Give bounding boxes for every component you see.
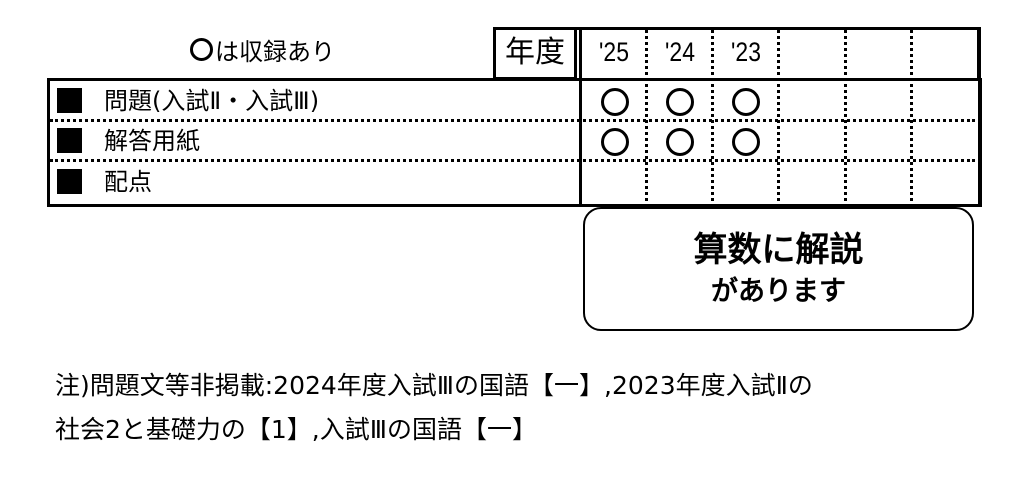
row-divider — [50, 159, 975, 162]
explanation-callout: 算数に解説 があります — [583, 207, 974, 331]
column-divider — [844, 30, 847, 201]
callout-title: 算数に解説 — [693, 230, 864, 270]
black-square-icon — [57, 169, 82, 194]
recorded-circle-icon — [601, 88, 629, 116]
recorded-circle-icon — [666, 128, 694, 156]
row-label-answer-sheet: 解答用紙 — [57, 121, 200, 161]
legend: は収録あり — [190, 34, 335, 70]
recorded-circle-icon — [601, 128, 629, 156]
column-divider — [711, 30, 714, 201]
row-divider — [50, 119, 975, 122]
column-divider — [777, 30, 780, 201]
black-square-icon — [57, 128, 82, 153]
recorded-circle-icon — [732, 128, 760, 156]
year-header-2024: '24 — [665, 37, 695, 67]
column-divider — [910, 30, 913, 201]
column-divider — [645, 30, 648, 201]
year-header-2023: '23 — [731, 37, 761, 67]
note-line-1: 注)問題文等非掲載:2024年度入試Ⅲの国語【一】,2023年度入試Ⅱの — [55, 371, 813, 400]
legend-text: は収録あり — [215, 38, 335, 66]
nendo-header-cell: 年度 — [493, 27, 577, 80]
year-header-2025: '25 — [599, 37, 629, 67]
callout-subtitle: があります — [711, 276, 846, 307]
recorded-circle-icon — [666, 88, 694, 116]
row-label-problems: 問題(入試Ⅱ・入試Ⅲ) — [57, 81, 319, 121]
label-column-separator — [579, 27, 582, 204]
row-label-scoring: 配点 — [57, 162, 152, 202]
circle-icon — [190, 38, 213, 61]
black-square-icon — [57, 88, 82, 113]
note-line-2: 社会2と基礎力の【1】,入試Ⅲの国語【一】 — [55, 415, 537, 444]
recorded-circle-icon — [732, 88, 760, 116]
